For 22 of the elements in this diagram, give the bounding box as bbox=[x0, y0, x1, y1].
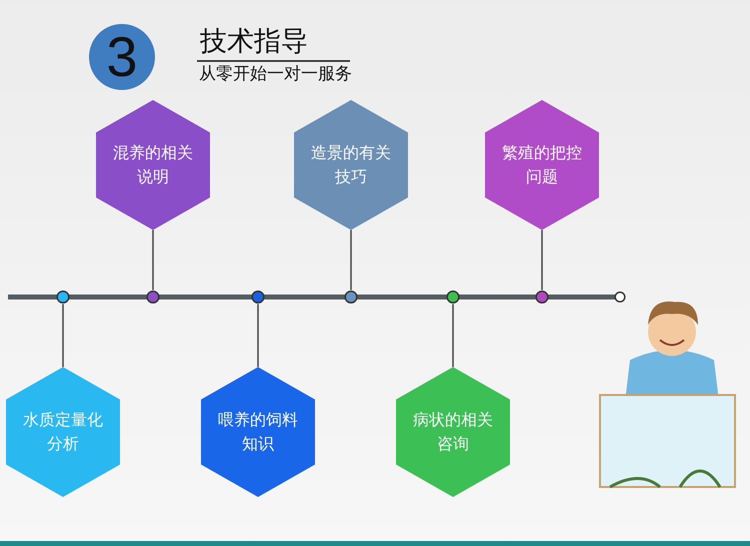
connector-line bbox=[152, 230, 154, 290]
number-badge: 3 bbox=[88, 23, 156, 91]
hexagon: 喂养的饲料知识 bbox=[201, 367, 315, 497]
hexagon: 水质定量化分析 bbox=[6, 367, 120, 497]
hexagon: 病状的相关咨询 bbox=[396, 367, 510, 497]
subtitle: 从零开始一对一服务 bbox=[199, 64, 352, 84]
hexagon: 繁殖的把控问题 bbox=[485, 100, 599, 230]
timeline-dot bbox=[56, 290, 70, 304]
timeline-dot bbox=[446, 290, 460, 304]
connector-line bbox=[452, 304, 454, 367]
connector-line bbox=[62, 304, 64, 367]
timeline-dot bbox=[146, 290, 160, 304]
hexagon: 混养的相关说明 bbox=[96, 100, 210, 230]
timeline-dot bbox=[535, 290, 549, 304]
title: 技术指导 bbox=[200, 26, 308, 58]
timeline-dot bbox=[344, 290, 358, 304]
timeline-dot bbox=[614, 291, 626, 303]
hexagon: 造景的有关技巧 bbox=[294, 100, 408, 230]
timeline-dot bbox=[251, 290, 265, 304]
connector-line bbox=[350, 230, 352, 290]
connector-line bbox=[257, 304, 259, 367]
connector-line bbox=[541, 230, 543, 290]
